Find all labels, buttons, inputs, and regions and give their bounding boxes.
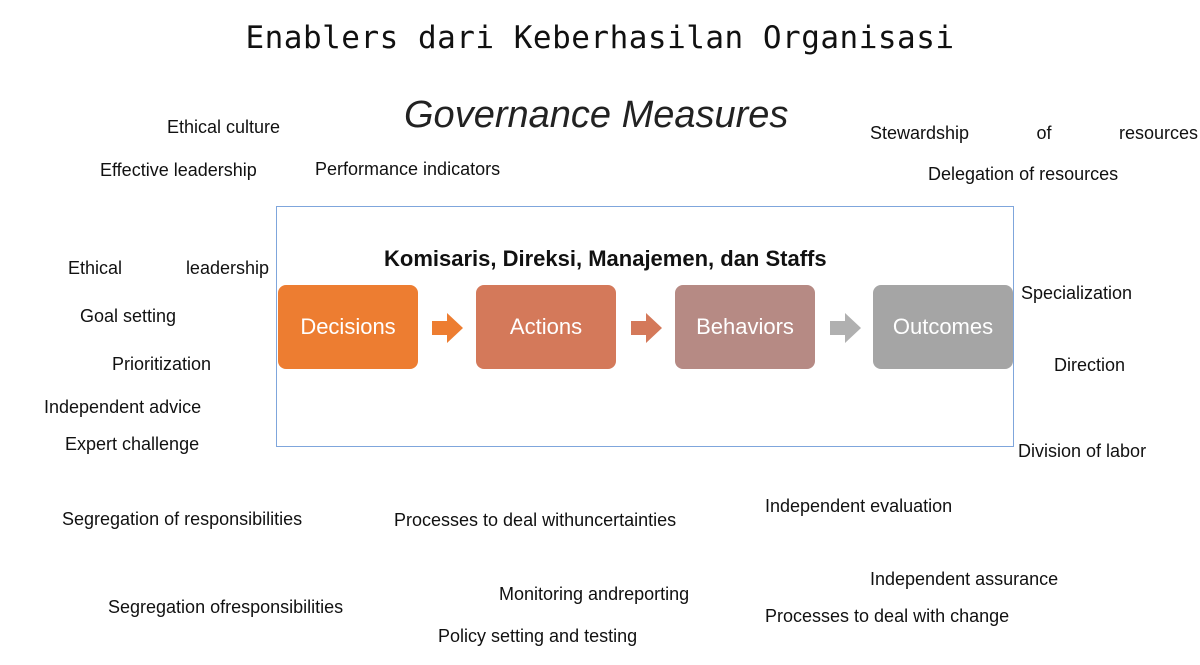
- label-performance-indicators: Performance indicators: [315, 159, 501, 179]
- label-expert-challenge: Expert challenge: [65, 434, 200, 454]
- label-direction: Direction: [1054, 355, 1126, 375]
- label-stewardship-word-2: of: [1036, 123, 1052, 143]
- label-effective-leadership: Effective leadership: [100, 160, 257, 180]
- label-ethical-leadership: Ethical leadership: [68, 258, 269, 279]
- label-processes-change: Processes to deal with change: [765, 606, 1010, 626]
- subtitle: Governance Measures: [404, 94, 789, 136]
- flow-box-outcomes: Outcomes: [873, 285, 1013, 369]
- arrow-shape: [631, 313, 662, 343]
- flow-box-actions: Actions: [476, 285, 616, 369]
- label-division-of-labor: Division of labor: [1018, 441, 1147, 461]
- frame-title: Komisaris, Direksi, Manajemen, dan Staff…: [384, 246, 827, 271]
- label-policy: Policy setting and testing: [438, 626, 638, 646]
- arrow-shape: [432, 313, 463, 343]
- label-delegation: Delegation of resources: [928, 164, 1119, 184]
- label-goal-setting: Goal setting: [80, 306, 177, 326]
- label-segregation-1: Segregation of responsibilities: [62, 509, 303, 529]
- label-stewardship-word-1: Stewardship: [870, 123, 970, 143]
- flow-box-decisions: Decisions: [278, 285, 418, 369]
- arrow-right-icon: [631, 313, 662, 343]
- label-specialization: Specialization: [1021, 283, 1133, 303]
- label-ethical-leadership-word-2: leadership: [185, 258, 269, 278]
- flow-box-behaviors: Behaviors: [675, 285, 815, 369]
- label-stewardship: Stewardship of resources: [870, 123, 1198, 144]
- label-monitoring: Monitoring andreporting: [499, 584, 690, 604]
- arrow-right-icon: [830, 313, 861, 343]
- label-processes-uncertainties: Processes to deal withuncertainties: [394, 510, 677, 530]
- label-ethical-culture: Ethical culture: [167, 117, 281, 137]
- label-independent-advice: Independent advice: [44, 397, 202, 417]
- label-ethical-leadership-word-1: Ethical: [68, 258, 123, 278]
- arrow-shape: [830, 313, 861, 343]
- page-title: Enablers dari Keberhasilan Organisasi: [245, 20, 955, 56]
- organization-frame: [276, 206, 1014, 447]
- arrow-right-icon: [432, 313, 463, 343]
- label-stewardship-word-3: resources: [1118, 123, 1198, 143]
- label-segregation-2: Segregation ofresponsibilities: [108, 597, 344, 617]
- label-prioritization: Prioritization: [112, 354, 212, 374]
- label-independent-assurance: Independent assurance: [870, 569, 1059, 589]
- label-independent-evaluation: Independent evaluation: [765, 496, 953, 516]
